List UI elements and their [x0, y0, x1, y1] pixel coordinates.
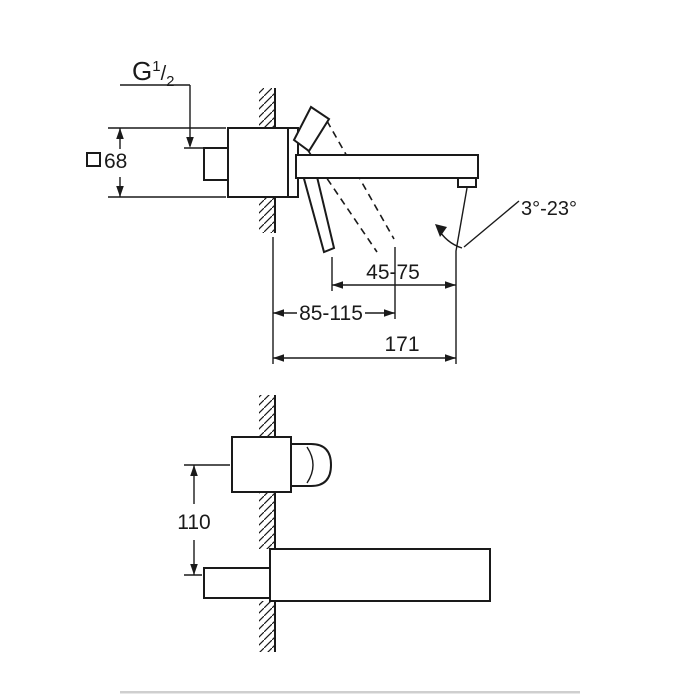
arrowhead: [332, 281, 343, 289]
wall-hatch-bottom: [259, 395, 276, 652]
handle-escutcheon: [231, 436, 292, 493]
thread-label: G1/2: [132, 56, 174, 90]
arrowhead: [190, 465, 198, 476]
aerator: [457, 177, 477, 188]
dim-label: 110: [177, 511, 210, 534]
arrowhead: [384, 309, 395, 317]
lever-swing-line: [326, 120, 395, 240]
arrowhead: [116, 128, 124, 139]
lever-swing-dashed: [306, 120, 395, 253]
dim-45-75: 45-75: [331, 257, 456, 291]
dim-label: 171: [384, 333, 419, 356]
arrowhead: [273, 309, 284, 317]
lever-swing-line: [306, 148, 378, 253]
arrowhead: [116, 186, 124, 197]
leader-line: [463, 200, 520, 248]
spout-body: [295, 154, 479, 179]
front-view: 110: [177, 395, 491, 652]
dim-projection-171: 171: [273, 333, 456, 362]
handle-front: [231, 436, 333, 493]
stream-extension-line: [455, 187, 468, 364]
dim-spout-angle: 3°-23°: [435, 187, 577, 364]
dim-label: 68: [104, 150, 127, 173]
wall-hatch-segment: [259, 601, 276, 652]
wall-hatch-segment: [259, 395, 276, 437]
dim-110: 110: [177, 464, 230, 576]
wall-hatch-segment: [259, 88, 276, 128]
spout-front-body: [269, 548, 491, 602]
wall-hatch-segment: [259, 197, 276, 233]
dim-escutcheon-68: 68: [86, 127, 226, 198]
bottom-rule: [120, 691, 580, 694]
dim-thread: G1/2: [120, 56, 203, 149]
dim-label: 45-75: [366, 261, 420, 284]
spout-front: [203, 548, 491, 602]
wall-hatch-top: [259, 88, 276, 233]
arrowhead: [273, 354, 284, 362]
lever-knob: [290, 443, 333, 487]
arrowhead: [186, 137, 194, 148]
angle-label: 3°-23°: [521, 198, 577, 220]
wall-hatch-segment: [259, 492, 276, 549]
arrowhead: [445, 281, 456, 289]
square-symbol: [86, 152, 101, 167]
side-view: G1/2 68 45-75: [86, 56, 577, 364]
dim-label: 85-115: [299, 302, 363, 325]
spout-supply-stub: [203, 567, 271, 599]
lever-up-position: [292, 105, 331, 153]
dim-85-115: 85-115: [272, 237, 396, 364]
lever-knob-contour: [306, 446, 314, 484]
arrowhead: [190, 564, 198, 575]
escutcheon-plate: [227, 127, 299, 198]
arrowhead: [435, 224, 447, 237]
arrowhead: [445, 354, 456, 362]
